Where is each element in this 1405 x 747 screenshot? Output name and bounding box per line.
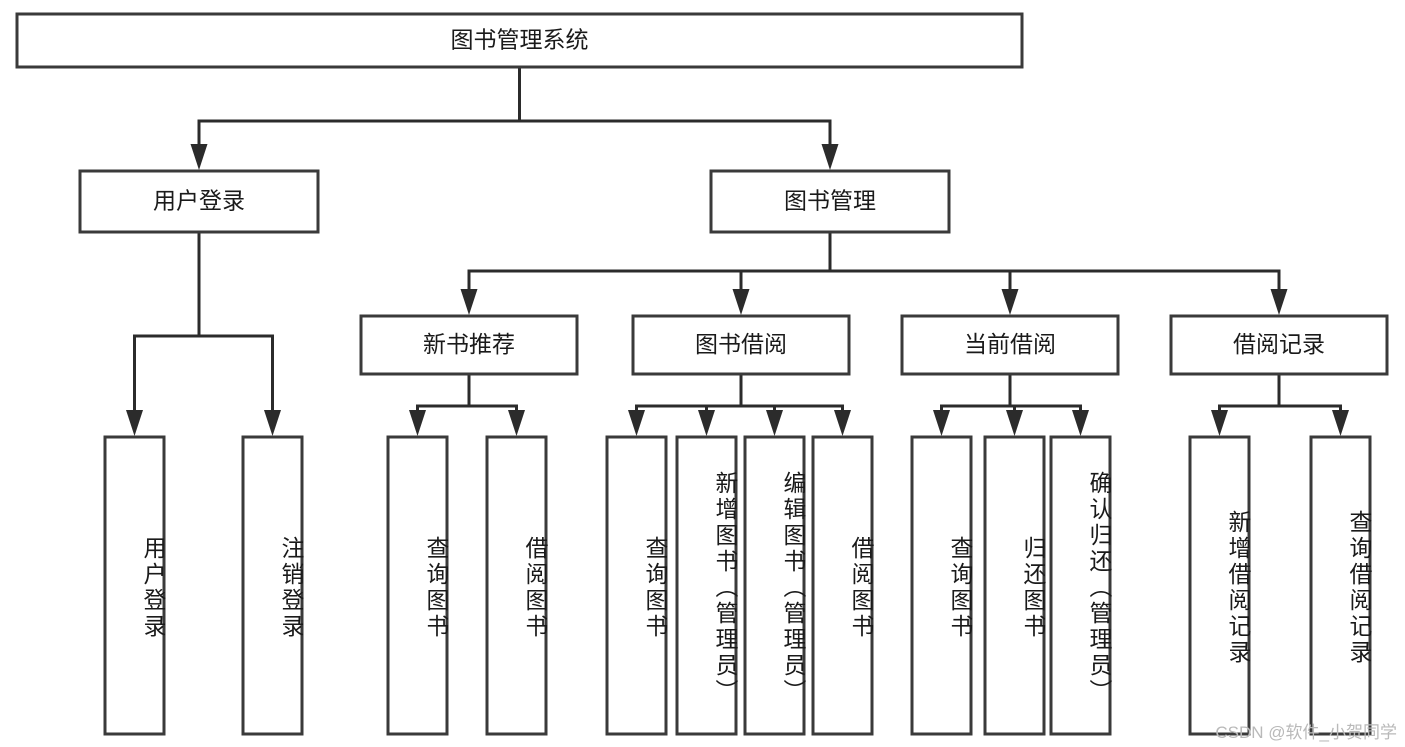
- node-box-leaf-query-book-1[interactable]: [386, 435, 449, 736]
- arrow-head-leaf-user-login: [126, 410, 143, 436]
- node-box-root[interactable]: [15, 12, 1024, 69]
- arrow-head-leaf-query-book-2: [628, 410, 645, 436]
- node-label-new-book-rec: 新书推荐: [423, 331, 515, 357]
- arrow-head-new-book-rec: [460, 289, 478, 315]
- node-box-leaf-add-record[interactable]: [1188, 435, 1251, 736]
- arrow-head-leaf-logout: [264, 410, 281, 436]
- node-label-book-manage: 图书管理: [784, 188, 876, 214]
- node-box-book-manage[interactable]: [709, 169, 951, 234]
- arrow-head-leaf-borrow-book-1: [508, 410, 525, 436]
- node-box-user-login[interactable]: [78, 169, 320, 234]
- node-box-leaf-query-book-2[interactable]: [605, 435, 668, 736]
- arrow-head-leaf-return-book: [1006, 410, 1023, 436]
- node-label-user-login: 用户登录: [153, 188, 245, 214]
- arrow-head-book-manage: [821, 144, 839, 170]
- watermark-text: CSDN @软件_小贺同学: [1215, 723, 1397, 742]
- node-box-leaf-borrow-book-2[interactable]: [811, 435, 874, 736]
- node-box-leaf-edit-book[interactable]: [743, 435, 806, 736]
- node-label-borrow-record: 借阅记录: [1233, 331, 1325, 357]
- node-box-borrow-record[interactable]: [1169, 314, 1389, 376]
- arrow-head-leaf-borrow-book-2: [834, 410, 851, 436]
- node-box-new-book-rec[interactable]: [359, 314, 579, 376]
- arrow-head-book-borrow: [732, 289, 750, 315]
- node-label-root: 图书管理系统: [451, 27, 589, 53]
- arrow-head-current-borrow: [1001, 289, 1019, 315]
- arrow-head-user-login: [190, 144, 208, 170]
- arrow-head-leaf-add-book: [698, 410, 715, 436]
- node-box-leaf-add-book[interactable]: [675, 435, 738, 736]
- arrow-head-leaf-query-book-1: [409, 410, 426, 436]
- node-box-current-borrow[interactable]: [900, 314, 1120, 376]
- node-label-book-borrow: 图书借阅: [695, 331, 787, 357]
- arrow-head-leaf-confirm-return: [1072, 410, 1089, 436]
- node-box-leaf-confirm-return[interactable]: [1049, 435, 1112, 736]
- arrow-head-leaf-add-record: [1211, 410, 1228, 436]
- edge-layer: [126, 65, 1349, 436]
- node-box-book-borrow[interactable]: [631, 314, 851, 376]
- arrow-head-borrow-record: [1270, 289, 1288, 315]
- node-box-leaf-borrow-book-1[interactable]: [485, 435, 548, 736]
- node-label-current-borrow: 当前借阅: [964, 331, 1056, 357]
- node-box-leaf-return-book[interactable]: [983, 435, 1046, 736]
- arrow-head-leaf-query-book-3: [933, 410, 950, 436]
- node-box-leaf-logout[interactable]: [241, 435, 304, 736]
- node-box-leaf-user-login[interactable]: [103, 435, 166, 736]
- arrow-head-leaf-edit-book: [766, 410, 783, 436]
- arrow-head-leaf-query-record: [1332, 410, 1349, 436]
- node-box-leaf-query-record[interactable]: [1309, 435, 1372, 736]
- node-box-leaf-query-book-3[interactable]: [910, 435, 973, 736]
